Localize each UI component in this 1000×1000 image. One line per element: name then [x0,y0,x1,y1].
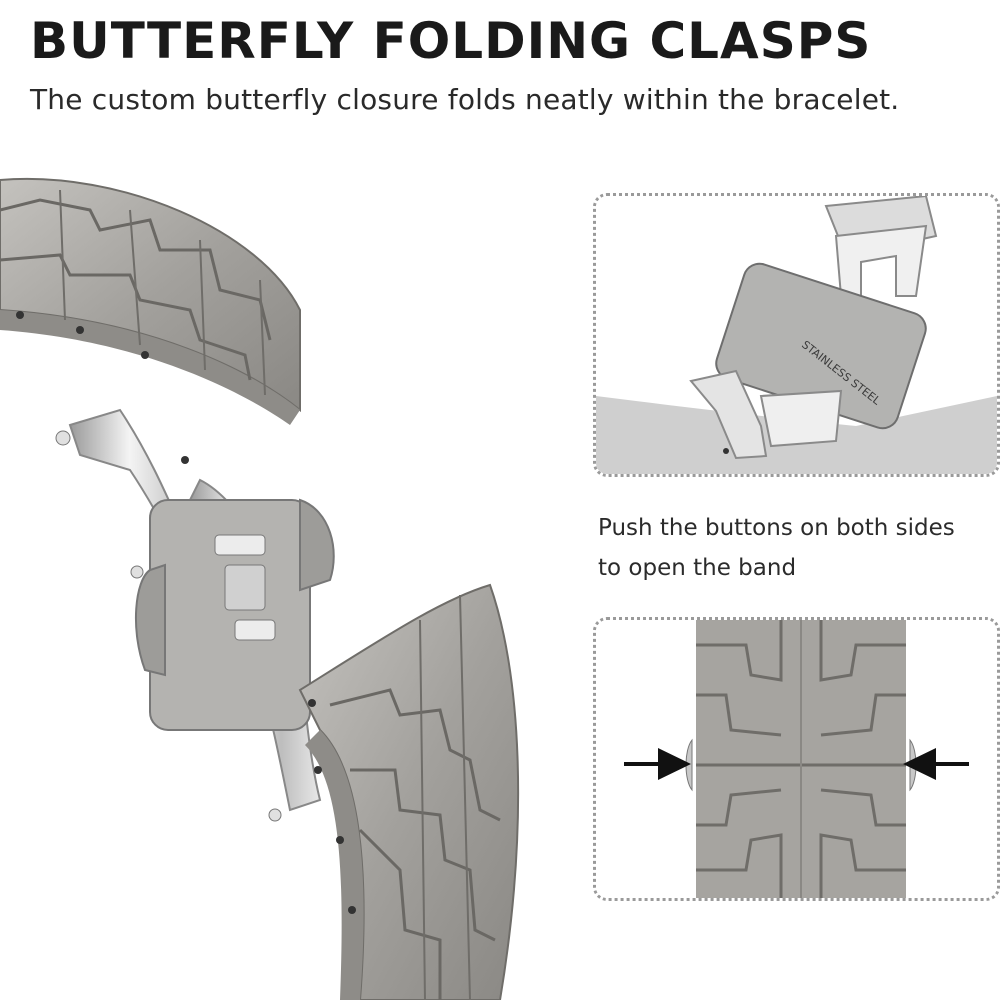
page-title: BUTTERFLY FOLDING CLASPS [30,12,872,70]
caption-line-1: Push the buttons on both sides [598,515,955,541]
lower-bracelet-section [298,583,520,1000]
caption: Push the buttons on both sides to open t… [598,508,988,588]
closed-clasp-detail-panel: STAINLESS STEEL [593,193,1000,477]
butterfly-clasp-hardware [55,408,335,822]
arrow-left-icon [903,748,969,780]
page-subtitle: The custom butterfly closure folds neatl… [30,83,900,116]
upper-bracelet-section [0,178,301,464]
caption-line-2: to open the band [598,555,797,581]
opened-clasp-illustration [0,170,560,1000]
push-buttons-detail-panel [593,617,1000,901]
arrow-right-icon [624,748,691,780]
